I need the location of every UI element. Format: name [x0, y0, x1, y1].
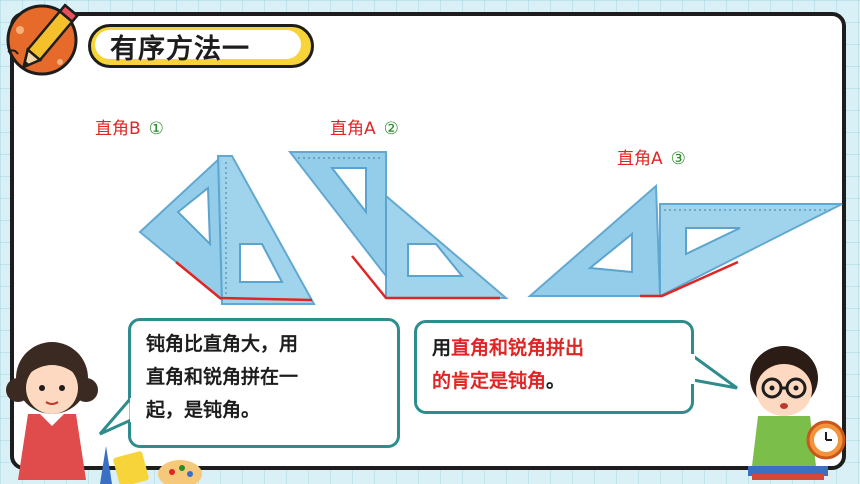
- set-square-group-3: [527, 183, 843, 298]
- right-bubble-text: 用直角和锐角拼出 的肯定是钝角。: [432, 332, 584, 398]
- left-bubble-line-3: 起，是钝角。: [146, 399, 261, 421]
- label-3-number: ③: [670, 149, 686, 169]
- boy-character-icon: [748, 346, 846, 480]
- label-1: 直角B ①: [95, 114, 164, 139]
- label-2: 直角A ②: [330, 114, 399, 139]
- girl-character-icon: [6, 342, 98, 480]
- label-1-text: 直角B: [95, 119, 141, 139]
- right-bubble-highlight: 直角和锐角拼出: [451, 337, 585, 359]
- page-title: 有序方法一: [110, 34, 250, 65]
- right-bubble-prefix: 用: [432, 337, 452, 359]
- set-square-group-2: [287, 151, 509, 300]
- label-2-number: ②: [383, 119, 399, 139]
- speech-bubble-right-tail: [691, 353, 738, 390]
- pencil-badge-icon: [6, 3, 80, 76]
- label-3-text: 直角A: [617, 149, 663, 169]
- title-pill: [88, 24, 314, 68]
- label-3: 直角A ③: [617, 144, 686, 169]
- label-2-text: 直角A: [330, 119, 376, 139]
- left-bubble-line-2: 直角和锐角拼在一: [146, 366, 299, 388]
- speech-bubble-left: [128, 318, 400, 448]
- left-bubble-text: 钝角比直角大，用 直角和锐角拼在一 起，是钝角。: [146, 328, 298, 427]
- set-square-group-1: [138, 155, 316, 305]
- right-bubble-line2-suffix: 。: [546, 370, 566, 392]
- right-bubble-line2-highlight: 的肯定是钝角: [432, 370, 547, 392]
- label-1-number: ①: [148, 119, 164, 139]
- stationery-decoration-icon: [100, 446, 202, 484]
- left-bubble-line-1: 钝角比直角大，用: [146, 333, 299, 355]
- speech-bubble-left-tail: [98, 398, 134, 436]
